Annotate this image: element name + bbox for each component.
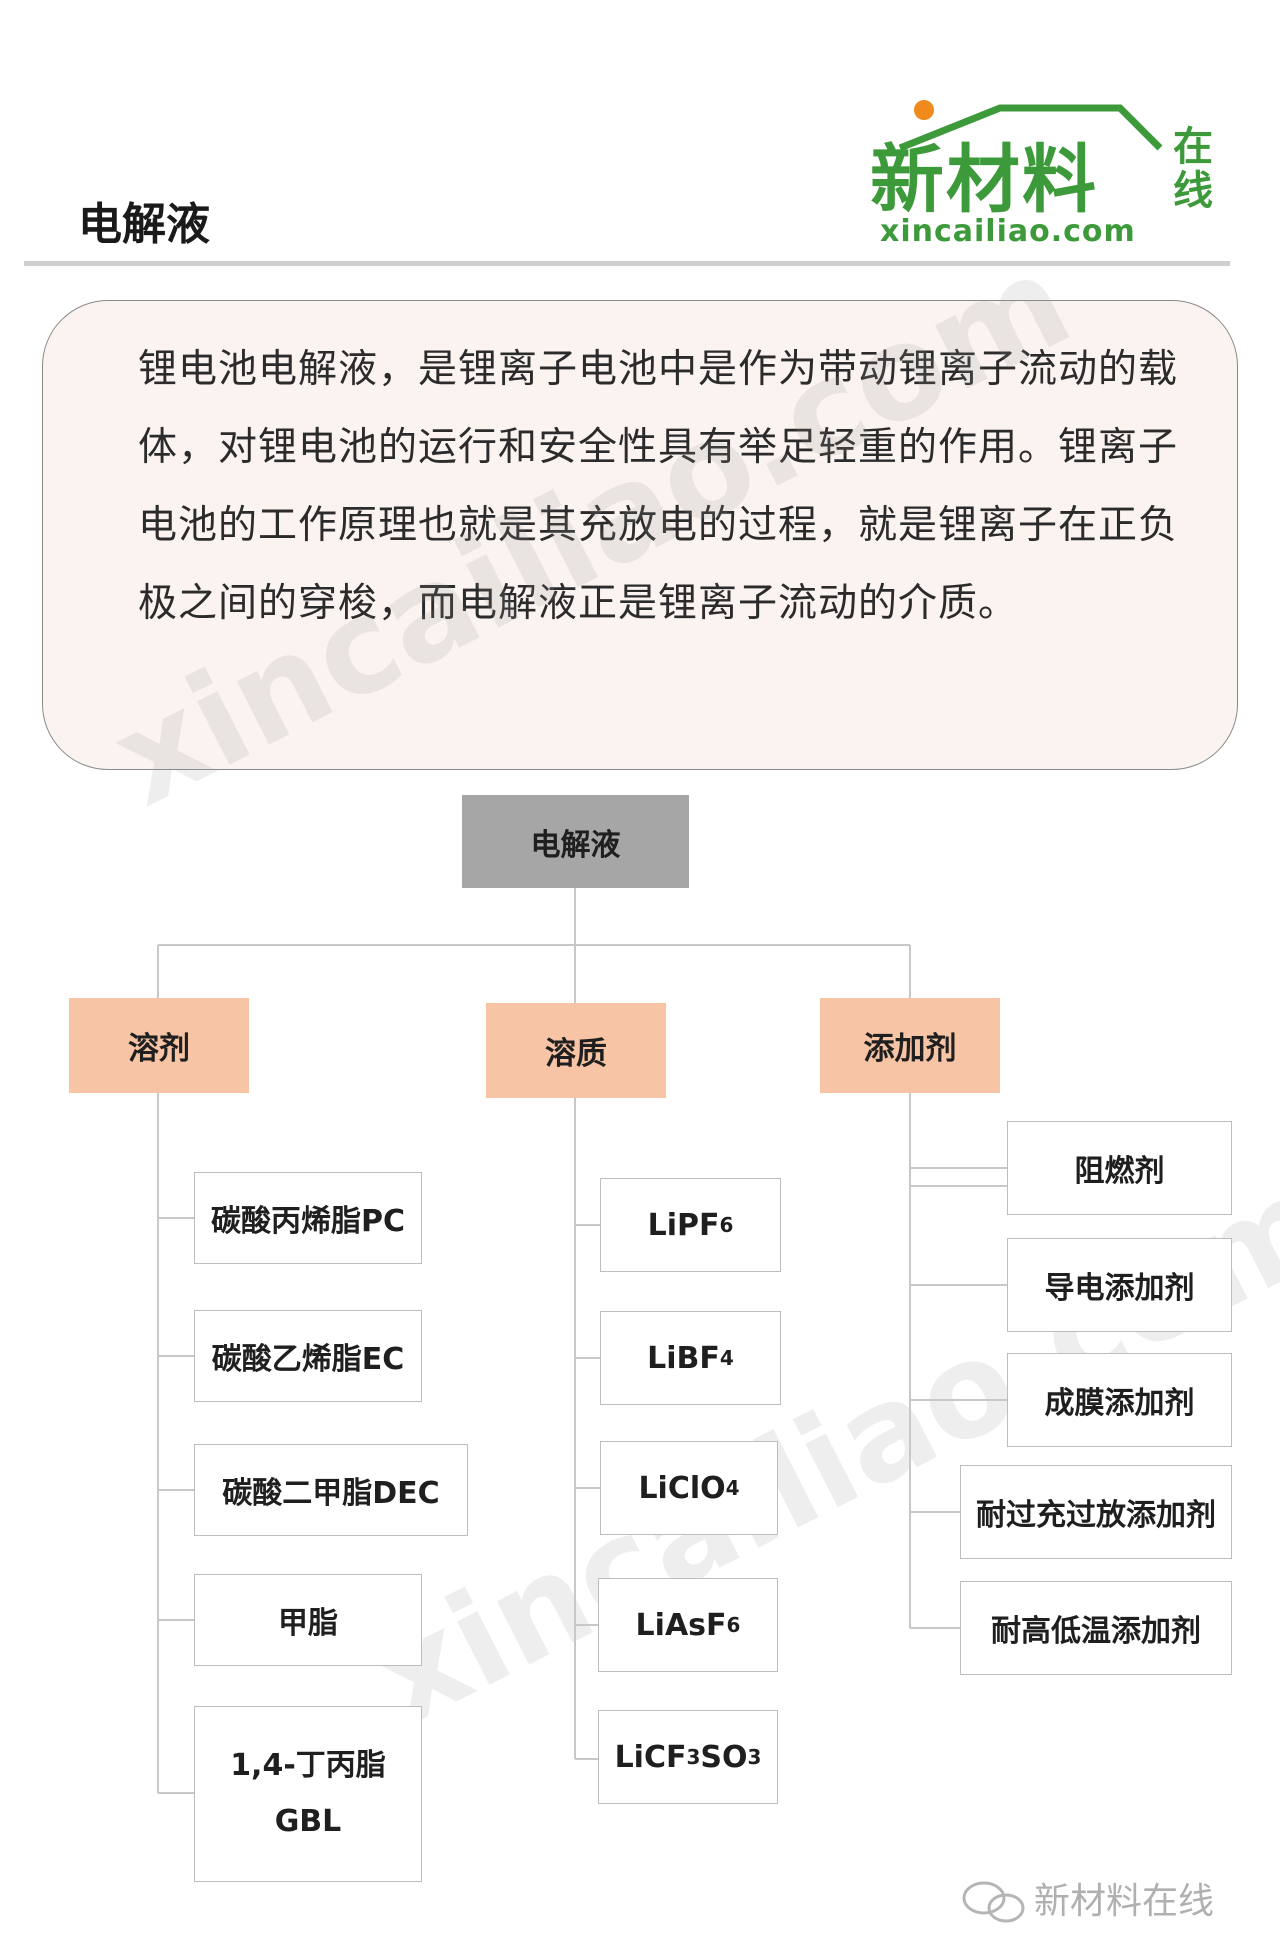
formula-base: LiPF xyxy=(647,1207,720,1243)
formula-subscript: 3 xyxy=(686,1745,701,1769)
solvent-item: 碳酸乙烯脂EC xyxy=(194,1310,422,1402)
item-label: 碳酸乙烯脂EC xyxy=(211,1342,405,1377)
solvent-item: 甲脂 xyxy=(194,1574,422,1666)
item-label: GBL xyxy=(274,1804,342,1839)
solvent-item: 碳酸二甲脂DEC xyxy=(194,1444,468,1536)
formula-subscript: 6 xyxy=(726,1613,741,1637)
formula-base: SO xyxy=(700,1739,748,1775)
formula-subscript: 4 xyxy=(719,1346,734,1370)
solvent-item: 碳酸丙烯脂PC xyxy=(194,1172,422,1264)
intro-panel: 锂电池电解液，是锂离子电池中是作为带动锂离子流动的载体，对锂电池的运行和安全性具… xyxy=(42,300,1238,770)
intro-text: 锂电池电解液，是锂离子电池中是作为带动锂离子流动的载体，对锂电池的运行和安全性具… xyxy=(138,347,1179,626)
category-solvent: 溶剂 xyxy=(69,998,249,1093)
additive-item: 耐高低温添加剂 xyxy=(960,1581,1232,1675)
item-label: 导电添加剂 xyxy=(1044,1271,1195,1306)
formula-base: LiCF xyxy=(614,1739,687,1775)
formula-base: LiBF xyxy=(647,1340,720,1376)
category-additive: 添加剂 xyxy=(820,998,1000,1093)
category-label: 溶质 xyxy=(545,1036,607,1072)
item-label: 碳酸丙烯脂PC xyxy=(210,1204,405,1239)
item-label: 阻燃剂 xyxy=(1074,1154,1165,1189)
item-label: 耐过充过放添加剂 xyxy=(976,1498,1216,1533)
additive-item: 耐过充过放添加剂 xyxy=(960,1465,1232,1559)
formula-subscript: 3 xyxy=(747,1745,762,1769)
logo-side-text: 在线 xyxy=(1173,124,1213,214)
additive-item: 阻燃剂 xyxy=(1007,1121,1232,1215)
formula-base: LiClO xyxy=(638,1470,726,1506)
formula-subscript: 6 xyxy=(719,1213,734,1237)
wechat-icon xyxy=(962,1881,1025,1923)
item-label: 甲脂 xyxy=(278,1606,338,1641)
house-roof-icon xyxy=(898,100,1163,152)
additive-item: 导电添加剂 xyxy=(1007,1238,1232,1332)
item-label: 耐高低温添加剂 xyxy=(991,1614,1201,1649)
logo-wordmark: 新材料 xyxy=(870,137,1098,223)
diagram-root-label: 电解液 xyxy=(530,827,621,863)
logo xyxy=(860,90,1240,260)
footer-account: 新材料在线 xyxy=(1034,1881,1215,1922)
item-label: 碳酸二甲脂DEC xyxy=(222,1476,440,1511)
page-title: 电解液 xyxy=(78,199,210,250)
item-label: 成膜添加剂 xyxy=(1044,1386,1195,1421)
category-label: 溶剂 xyxy=(128,1031,190,1067)
formula-base: LiAsF xyxy=(635,1607,727,1643)
category-solute: 溶质 xyxy=(486,1003,666,1098)
diagram-root: 电解液 xyxy=(462,795,689,888)
solvent-item: 1,4-丁丙脂 GBL xyxy=(194,1706,422,1882)
formula-subscript: 4 xyxy=(725,1476,740,1500)
additive-item: 成膜添加剂 xyxy=(1007,1353,1232,1447)
header-divider xyxy=(24,261,1230,266)
item-label: 1,4-丁丙脂 xyxy=(230,1748,386,1783)
logo-url: xincailiao.com xyxy=(880,214,1136,249)
category-label: 添加剂 xyxy=(863,1031,957,1067)
